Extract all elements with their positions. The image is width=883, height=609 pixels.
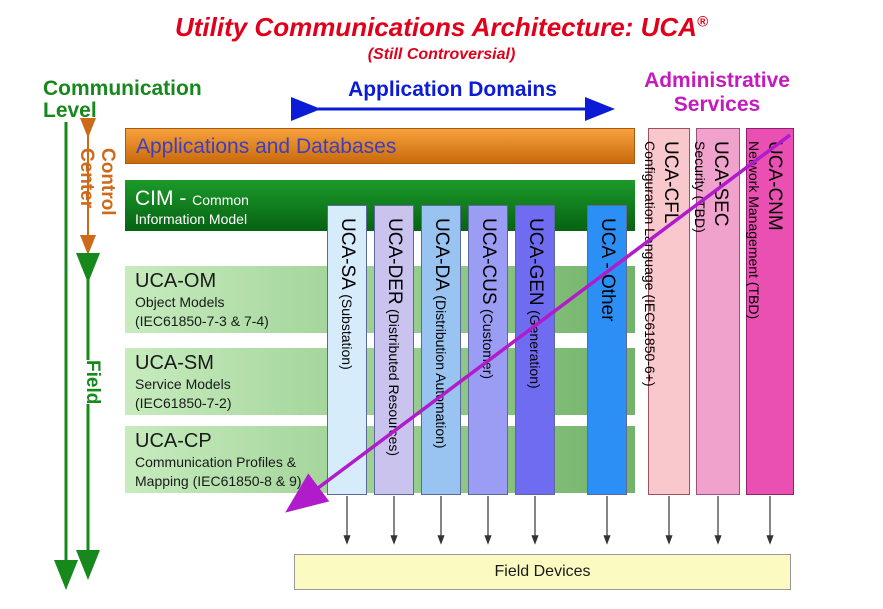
communication-level-label: Communication Level — [43, 77, 202, 122]
diagram-subtitle: (Still Controversial) — [367, 46, 516, 63]
column-uca-cus: UCA-CUS (Customer) — [468, 205, 508, 495]
field-label: Field — [81, 360, 103, 405]
diagonal-arrow — [285, 133, 792, 513]
diagram-title: Utility Communications Architecture: UCA… — [174, 12, 709, 42]
field-devices-box: Field Devices — [294, 554, 791, 590]
band-applications-databases: Applications and Databases — [125, 128, 635, 164]
administrative-services-label: Administrative Services — [644, 69, 790, 116]
registered-mark: ® — [696, 13, 709, 31]
column-uca-sa: UCA-SA (Substation) — [327, 205, 367, 495]
column-uca-der: UCA-DER (Distributed Resources) — [374, 205, 414, 495]
application-domains-label: Application Domains — [348, 78, 557, 101]
column-uca-da: UCA-DA (Distribution Automation) — [421, 205, 461, 495]
